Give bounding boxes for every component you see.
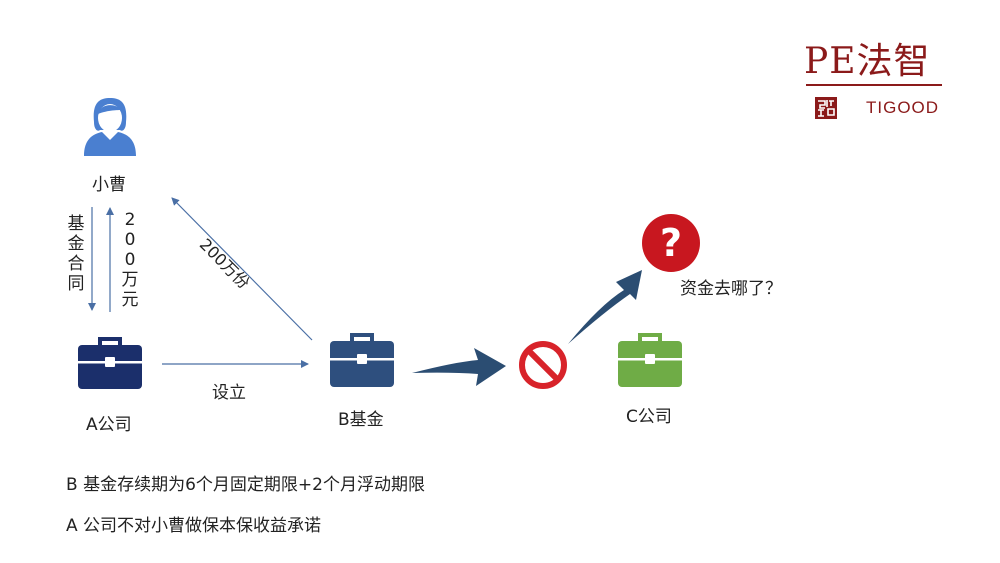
fund-b-briefcase-icon	[330, 333, 394, 387]
company-c-label: C公司	[626, 407, 672, 427]
logo-subtitle: TIGOOD	[866, 98, 940, 117]
flow-arrow-to-stop	[412, 348, 506, 386]
question-icon: ?	[642, 214, 700, 272]
person-label: 小曹	[92, 175, 126, 195]
note-no-guarantee: A 公司不对小曹做保本保收益承诺	[66, 516, 322, 536]
stop-icon	[519, 341, 567, 389]
seal-icon	[815, 97, 837, 119]
person-icon	[84, 98, 136, 156]
flow-arrow-to-question	[568, 270, 642, 344]
logo-underline	[806, 84, 942, 86]
company-a-briefcase-icon	[78, 337, 142, 389]
company-a-label: A公司	[86, 415, 132, 435]
contract-label: 基金合同	[67, 214, 85, 294]
fund-b-label: B基金	[338, 410, 384, 430]
establish-label: 设立	[212, 383, 246, 403]
question-text: 资金去哪了？	[680, 279, 782, 299]
note-duration: B 基金存续期为6个月固定期限+2个月浮动期限	[66, 475, 425, 495]
svg-text:?: ?	[660, 221, 682, 265]
shares-arrow	[171, 197, 313, 341]
company-c-briefcase-icon	[618, 333, 682, 387]
logo-title: PE法智	[804, 41, 931, 82]
